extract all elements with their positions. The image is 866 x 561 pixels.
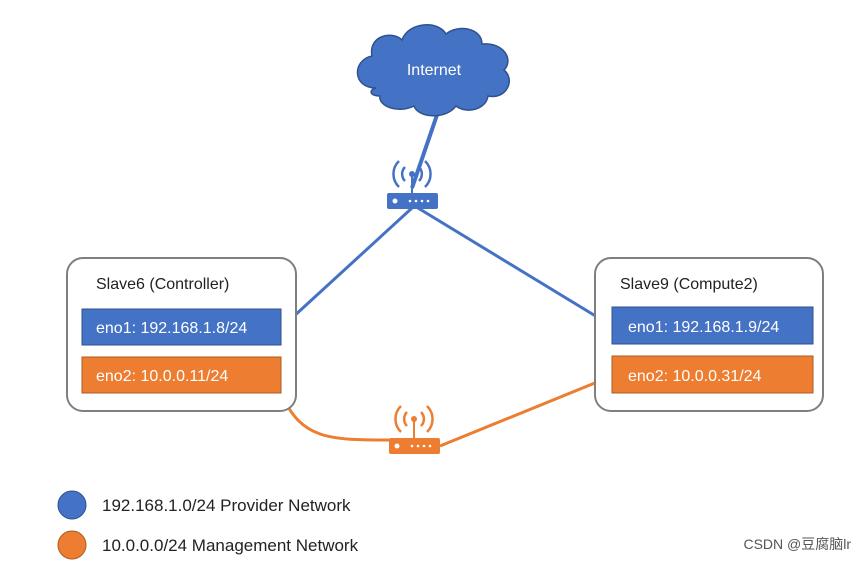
watermark: CSDN @豆腐脑lr	[743, 536, 851, 552]
legend-management-label: 10.0.0.0/24 Management Network	[102, 536, 359, 555]
compute-eno1-label: eno1: 192.168.1.9/24	[628, 319, 779, 336]
cloud-icon	[356, 24, 510, 117]
compute-node: Slave9 (Compute2) eno1: 192.168.1.9/24 e…	[594, 257, 824, 412]
management-router	[389, 405, 440, 454]
controller-eno2	[81, 356, 282, 394]
provider-link-controller	[279, 206, 414, 330]
compute-eno2	[611, 355, 814, 394]
legend-management-swatch	[57, 530, 87, 560]
internet-cloud: Internet	[356, 24, 510, 117]
provider-link-compute	[417, 206, 613, 328]
legend-provider-label: 192.168.1.0/24 Provider Network	[102, 496, 351, 515]
provider-router	[387, 160, 438, 209]
legend-provider-swatch	[57, 490, 87, 520]
compute-title: Slave9 (Compute2)	[620, 276, 758, 293]
wireless-router-icon	[389, 405, 440, 454]
controller-node: Slave6 (Controller) eno1: 192.168.1.8/24…	[66, 257, 297, 412]
internet-uplink	[410, 111, 440, 189]
controller-title: Slave6 (Controller)	[96, 276, 229, 293]
legend: 192.168.1.0/24 Provider Network 10.0.0.0…	[57, 490, 359, 560]
management-link-controller	[279, 391, 391, 442]
connections	[279, 111, 613, 448]
management-link-compute	[439, 374, 613, 448]
cloud-label: Internet	[407, 62, 462, 79]
controller-eno2-label: eno2: 10.0.0.11/24	[96, 368, 228, 385]
compute-eno1	[611, 306, 814, 345]
compute-eno2-label: eno2: 10.0.0.31/24	[628, 368, 762, 385]
controller-eno1	[81, 308, 282, 346]
controller-eno1-label: eno1: 192.168.1.8/24	[96, 320, 247, 337]
wireless-router-icon	[387, 160, 438, 209]
